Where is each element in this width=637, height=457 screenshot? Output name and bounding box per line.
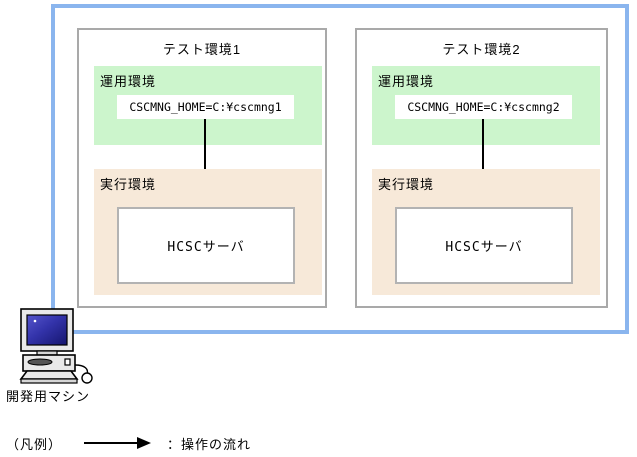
hcsc-server-box-2: HCSCサーバ xyxy=(395,207,573,284)
execution-env-section-1: 実行環境 HCSCサーバ xyxy=(94,169,322,295)
legend-title: （凡例） xyxy=(6,436,63,452)
desktop-computer-icon xyxy=(19,308,93,384)
legend-meaning-text: ：操作の流れ xyxy=(167,436,252,452)
hcsc-server-box-1: HCSCサーバ xyxy=(117,207,295,284)
test-env-box-2: テスト環境2 運用環境 CSCMNG_HOME=C:¥cscmng2 実行環境 … xyxy=(355,28,608,308)
test-env-box-1: テスト環境1 運用環境 CSCMNG_HOME=C:¥cscmng1 実行環境 … xyxy=(77,28,327,308)
operation-env-label: 運用環境 xyxy=(378,74,435,89)
execution-env-label: 実行環境 xyxy=(378,177,435,192)
operation-env-section-1: 運用環境 CSCMNG_HOME=C:¥cscmng1 xyxy=(94,66,322,145)
execution-env-label: 実行環境 xyxy=(100,177,157,192)
execution-env-section-2: 実行環境 HCSCサーバ xyxy=(372,169,600,295)
legend-row: （凡例） ：操作の流れ xyxy=(6,434,251,452)
operation-env-label: 運用環境 xyxy=(100,74,157,89)
arrow-line xyxy=(204,119,206,199)
cscmng-home-value-box: CSCMNG_HOME=C:¥cscmng2 xyxy=(395,95,572,119)
legend-arrow-line xyxy=(84,442,138,444)
legend-arrow-icon xyxy=(84,437,152,449)
operation-env-section-2: 運用環境 CSCMNG_HOME=C:¥cscmng2 xyxy=(372,66,600,145)
cscmng-home-value-box: CSCMNG_HOME=C:¥cscmng1 xyxy=(117,95,294,119)
test-env-1-title: テスト環境1 xyxy=(162,42,242,57)
development-machine-label: 開発用マシン xyxy=(6,389,91,404)
test-env-2-title: テスト環境2 xyxy=(442,42,521,57)
legend-arrow-head xyxy=(137,437,152,449)
arrow-line xyxy=(482,119,484,199)
